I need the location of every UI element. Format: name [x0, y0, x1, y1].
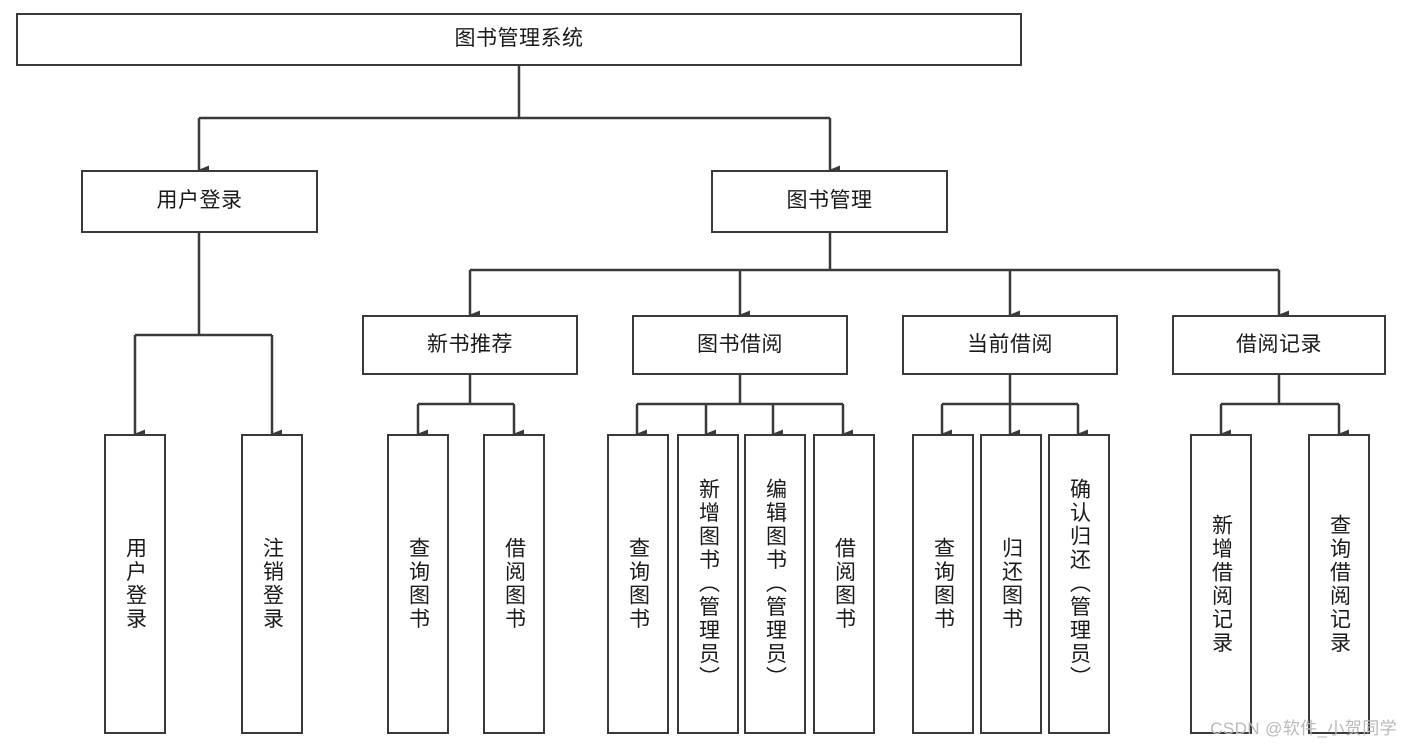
leaf-node[interactable]: 借阅图书 [483, 434, 545, 734]
node-user-login-label: 用户登录 [156, 189, 243, 213]
node-book-management-label: 图书管理 [786, 189, 873, 213]
leaf-node-label: 用户登录 [123, 537, 147, 631]
leaf-node-label: 查询借阅记录 [1327, 513, 1351, 655]
leaf-node-label: 借阅图书 [832, 537, 856, 631]
leaf-node-label: 查询图书 [626, 537, 650, 631]
node-new-book-recommend-label: 新书推荐 [427, 332, 513, 356]
leaf-node[interactable]: 新增图书（管理员） [677, 434, 739, 734]
leaf-node[interactable]: 查询借阅记录 [1308, 434, 1370, 734]
leaf-node-label: 查询图书 [406, 537, 430, 631]
leaf-node-label: 归还图书 [999, 537, 1023, 631]
leaf-node[interactable]: 用户登录 [104, 434, 166, 734]
node-root[interactable]: 图书管理系统 [16, 13, 1022, 66]
leaf-node[interactable]: 归还图书 [980, 434, 1042, 734]
node-book-management[interactable]: 图书管理 [711, 170, 948, 233]
leaf-node[interactable]: 查询图书 [912, 434, 974, 734]
node-root-label: 图书管理系统 [454, 27, 584, 51]
leaf-node-label: 注销登录 [260, 537, 284, 631]
node-current-borrow-label: 当前借阅 [967, 332, 1053, 356]
leaf-node[interactable]: 新增借阅记录 [1190, 434, 1252, 734]
leaf-node-label: 查询图书 [931, 537, 955, 631]
node-current-borrow[interactable]: 当前借阅 [902, 315, 1118, 375]
node-borrow-record[interactable]: 借阅记录 [1172, 315, 1386, 375]
leaf-node-label: 新增借阅记录 [1209, 513, 1233, 655]
leaf-node-label: 确认归还（管理员） [1067, 478, 1091, 690]
leaf-node[interactable]: 查询图书 [607, 434, 669, 734]
leaf-node[interactable]: 编辑图书（管理员） [744, 434, 806, 734]
leaf-node[interactable]: 查询图书 [387, 434, 449, 734]
leaf-node[interactable]: 确认归还（管理员） [1048, 434, 1110, 734]
node-book-borrow-label: 图书借阅 [697, 332, 783, 356]
node-new-book-recommend[interactable]: 新书推荐 [362, 315, 578, 375]
node-book-borrow[interactable]: 图书借阅 [632, 315, 848, 375]
node-user-login[interactable]: 用户登录 [81, 170, 318, 233]
leaf-node-label: 新增图书（管理员） [696, 478, 720, 690]
leaf-node-label: 编辑图书（管理员） [763, 478, 787, 690]
leaf-node[interactable]: 注销登录 [241, 434, 303, 734]
node-borrow-record-label: 借阅记录 [1236, 332, 1322, 356]
leaf-node-label: 借阅图书 [502, 537, 526, 631]
leaf-node[interactable]: 借阅图书 [813, 434, 875, 734]
